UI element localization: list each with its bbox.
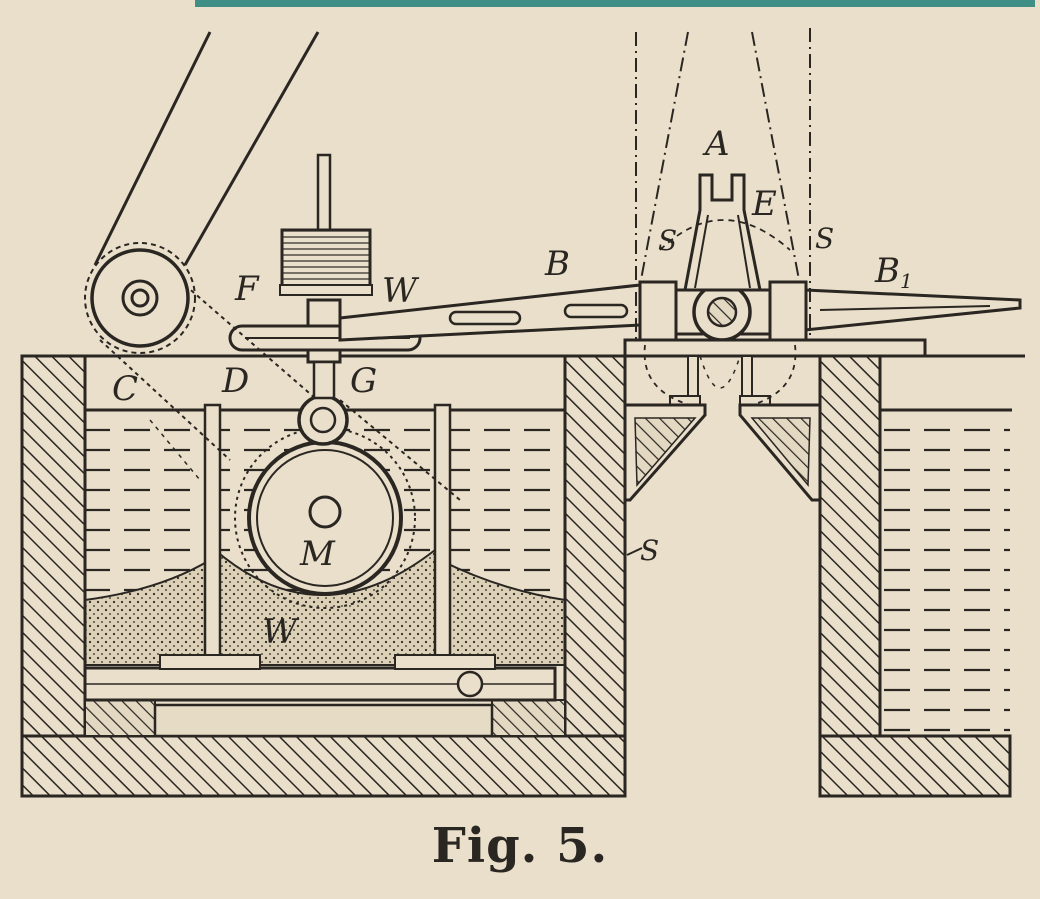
- label-B1: B1: [874, 251, 913, 293]
- drum-axle: [308, 495, 342, 529]
- label-G: G: [350, 361, 377, 401]
- label-B1-main: B: [874, 251, 900, 291]
- label-D: D: [221, 361, 249, 401]
- top-edge-strip: [195, 0, 1035, 7]
- right-tank-water: [880, 410, 1010, 736]
- right-tank-floor: [818, 734, 1012, 798]
- post-right: [433, 403, 452, 665]
- label-W-bottom: W: [262, 612, 300, 652]
- fork-arm-A: [683, 173, 762, 292]
- label-B1-subscript: 1: [900, 269, 913, 293]
- roller-G: [297, 394, 349, 446]
- drum-M-outer: [234, 427, 416, 609]
- label-W-top: W: [382, 271, 420, 311]
- base-plate: [153, 703, 494, 738]
- middle-tank-wall: [563, 354, 627, 738]
- channel-cover-plate: [623, 338, 927, 358]
- figure-caption: Fig. 5.: [431, 818, 609, 874]
- left-tank-wall: [20, 354, 87, 738]
- right-tank-wall: [818, 354, 882, 738]
- label-A: A: [702, 124, 730, 164]
- weight-W: [280, 228, 372, 292]
- label-E: E: [751, 184, 777, 224]
- label-M: M: [299, 534, 336, 574]
- base-block-left: [84, 699, 156, 737]
- left-tank-floor: [20, 734, 627, 798]
- label-S-left: S: [658, 224, 677, 257]
- label-F: F: [234, 269, 260, 309]
- base-block-right: [491, 699, 566, 737]
- belt-line-1: [93, 31, 212, 266]
- pivot-right-block: [768, 280, 808, 342]
- pulley-C-outline: [84, 242, 196, 354]
- label-C: C: [112, 369, 138, 409]
- label-B: B: [544, 244, 570, 284]
- label-S-right: S: [815, 222, 834, 255]
- pivot-left-block: [638, 280, 678, 342]
- label-S-frame: S: [640, 534, 659, 567]
- spindle-rod: [316, 153, 332, 237]
- belt-line-2: [183, 31, 320, 266]
